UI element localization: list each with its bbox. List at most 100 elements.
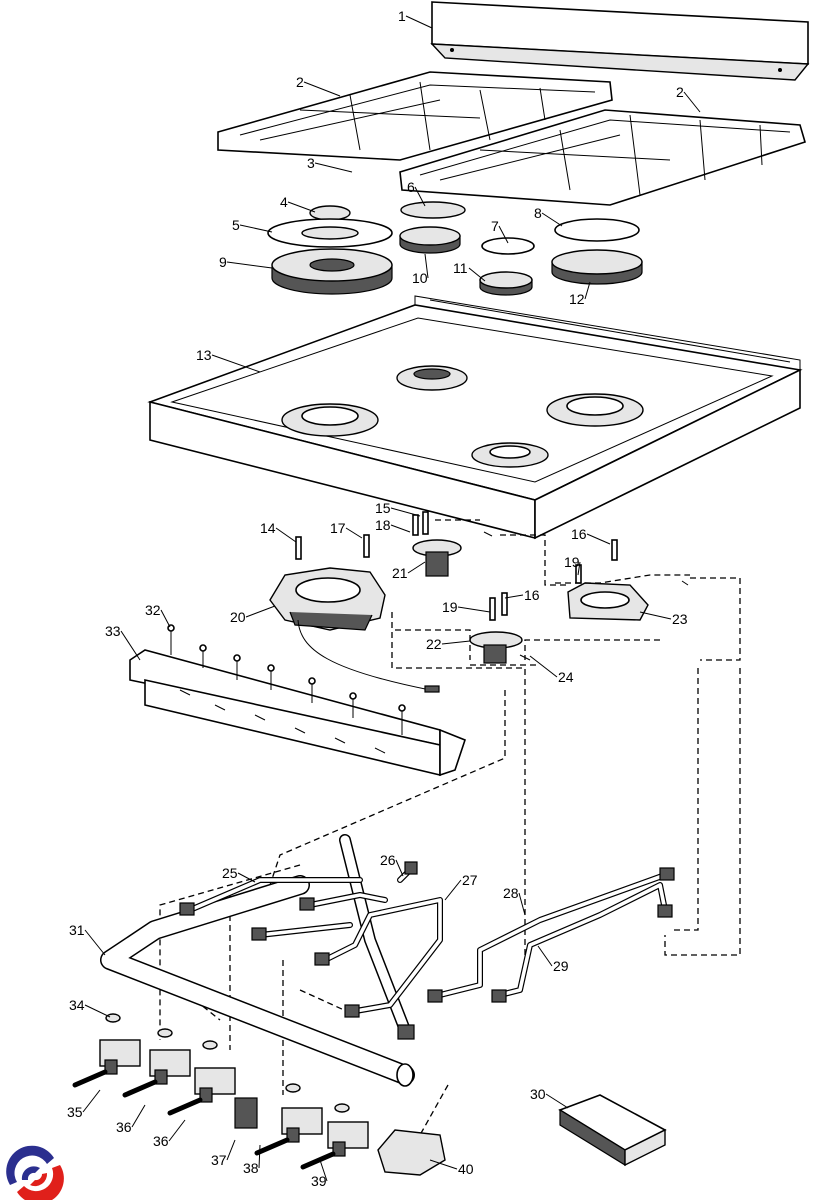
- callout-leader-line: [537, 945, 553, 967]
- callout-number: 15: [375, 500, 391, 516]
- screws: [483, 531, 689, 661]
- part-cap-6: [400, 201, 466, 219]
- callout-leader-line: [424, 253, 429, 279]
- callout-leader-line: [395, 859, 404, 877]
- callout-leader-line: [545, 1093, 569, 1109]
- callout-number: 2: [676, 84, 684, 100]
- callout-number: 29: [553, 958, 569, 974]
- callout-leader-line: [245, 605, 276, 618]
- callout-leader-line: [287, 201, 316, 213]
- part-cap-7: [481, 237, 535, 255]
- callout-number: 4: [280, 194, 288, 210]
- part-cap-4: [309, 205, 351, 221]
- callout-number: 9: [219, 254, 227, 270]
- callout-number: 6: [407, 179, 415, 195]
- callout-number: 7: [491, 218, 499, 234]
- callout-leader-line: [345, 527, 363, 539]
- callout-number: 16: [571, 526, 587, 542]
- callout-leader-line: [131, 1104, 146, 1128]
- part-30-housing: [558, 1094, 667, 1167]
- callout-leader-line: [226, 1139, 236, 1161]
- callout-number: 10: [412, 270, 428, 286]
- callout-number: 36: [153, 1133, 169, 1149]
- part-grate-right: [399, 109, 806, 206]
- callout-leader-line: [211, 354, 261, 373]
- callout-number: 38: [243, 1160, 259, 1176]
- callout-leader-line: [303, 81, 341, 97]
- callout-leader-line: [314, 162, 353, 173]
- callout-leader-line: [429, 1159, 458, 1170]
- callout-leader-line: [444, 879, 462, 901]
- callout-leader-line: [457, 606, 491, 613]
- callout-number: 35: [67, 1104, 83, 1120]
- callout-leader-line: [160, 609, 171, 628]
- callout-number: 3: [307, 155, 315, 171]
- callout-number: 17: [330, 520, 346, 536]
- callout-number: 31: [69, 922, 85, 938]
- callout-leader-line: [577, 561, 581, 576]
- assembly-guide-lines: [159, 519, 741, 1136]
- callout-number: 23: [672, 611, 688, 627]
- callout-leader-line: [84, 929, 106, 956]
- callout-number: 26: [380, 852, 396, 868]
- callout-leader-line: [390, 524, 411, 533]
- part-gas-tubes: [179, 861, 675, 1018]
- part-burner-head-11: [479, 271, 533, 296]
- callout-number: 11: [453, 260, 468, 276]
- callout-number: 25: [222, 865, 238, 881]
- part-burner-base-20: [269, 534, 440, 693]
- callout-number: 1: [398, 8, 406, 24]
- part-burner-base-23: [567, 539, 649, 621]
- callout-leader-line: [258, 1144, 261, 1169]
- callout-leader-line: [239, 224, 273, 233]
- callout-leader-line: [518, 892, 526, 916]
- callout-leader-line: [586, 533, 611, 545]
- callout-number: 18: [375, 517, 391, 533]
- callout-number: 22: [426, 636, 442, 652]
- callout-number: 13: [196, 347, 212, 363]
- callout-leader-line: [275, 527, 297, 543]
- callout-leader-line: [168, 1119, 186, 1142]
- part-cooktop: [147, 295, 803, 540]
- callout-number: 12: [569, 291, 585, 307]
- callout-leader-line: [498, 225, 509, 244]
- callout-number: 16: [524, 587, 540, 603]
- part-back-guard: [430, 1, 810, 81]
- callout-leader-line: [226, 261, 273, 269]
- part-burner-head-12: [551, 249, 643, 285]
- callout-number: 19: [564, 554, 580, 570]
- callout-number: 2: [296, 74, 304, 90]
- callout-leader-line: [414, 186, 426, 207]
- callout-number: 40: [458, 1161, 474, 1177]
- callout-leader-line: [639, 611, 672, 620]
- callout-number: 8: [534, 205, 542, 221]
- callout-number: 28: [503, 885, 519, 901]
- part-burner-base-21: [412, 511, 462, 577]
- part-manifold: [100, 834, 415, 1087]
- callout-number: 32: [145, 602, 161, 618]
- part-grate-left: [217, 71, 613, 161]
- callout-number: 39: [311, 1173, 327, 1189]
- part-burner-head-10: [399, 226, 461, 254]
- callout-number: 37: [211, 1152, 227, 1168]
- callout-leader-line: [390, 507, 421, 517]
- part-burner-head-9: [271, 248, 393, 295]
- callout-number: 34: [69, 997, 85, 1013]
- callout-leader-line: [683, 91, 701, 113]
- callout-leader-line: [120, 630, 141, 661]
- callout-leader-line: [407, 561, 426, 574]
- callout-leader-line: [468, 267, 486, 282]
- callout-leader-line: [237, 872, 256, 883]
- callout-leader-line: [84, 1004, 111, 1018]
- callout-number: 33: [105, 623, 121, 639]
- callout-leader-line: [82, 1089, 101, 1113]
- part-burner-base-22: [469, 592, 523, 664]
- callout-number: 30: [530, 1086, 546, 1102]
- callout-number: 21: [392, 565, 408, 581]
- part-cap-8: [554, 218, 640, 242]
- brand-swirl-logo: [6, 1145, 64, 1200]
- callout-number: 19: [442, 599, 458, 615]
- callout-number: 36: [116, 1119, 132, 1135]
